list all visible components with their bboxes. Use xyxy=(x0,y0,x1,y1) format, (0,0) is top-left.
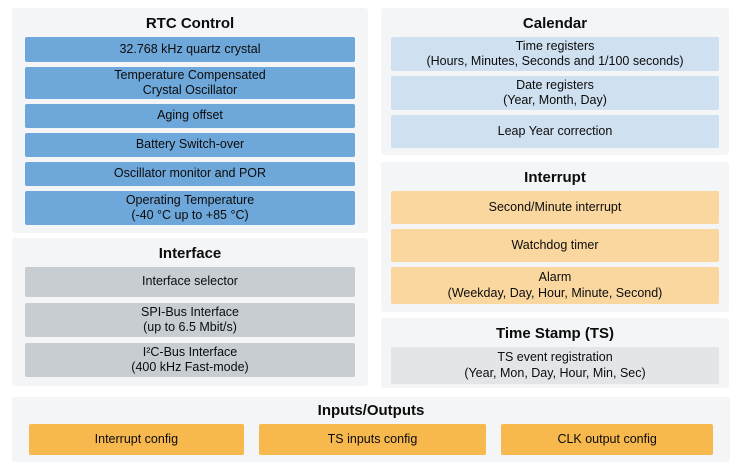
time-stamp-section: Time Stamp (TS) TS event registration (Y… xyxy=(381,318,729,388)
interface-section: Interface Interface selector SPI-Bus Int… xyxy=(12,238,368,386)
feature-block-clk-output-config: CLK output config xyxy=(501,424,713,455)
interrupt-blocks: Second/Minute interrupt Watchdog timer A… xyxy=(381,191,729,304)
feature-block-leap-year: Leap Year correction xyxy=(391,115,719,148)
feature-block-watchdog-timer: Watchdog timer xyxy=(391,229,719,262)
feature-block-spi-bus: SPI-Bus Interface (up to 6.5 Mbit/s) xyxy=(25,303,355,337)
feature-block-aging-offset: Aging offset xyxy=(25,104,355,128)
calendar-blocks: Time registers (Hours, Minutes, Seconds … xyxy=(381,37,729,148)
feature-block-quartz-crystal: 32.768 kHz quartz crystal xyxy=(25,37,355,62)
feature-block-oscillator-monitor: Oscillator monitor and POR xyxy=(25,162,355,186)
feature-block-second-minute-interrupt: Second/Minute interrupt xyxy=(391,191,719,224)
feature-block-i2c-bus: I²C-Bus Interface (400 kHz Fast-mode) xyxy=(25,343,355,377)
interface-blocks: Interface selector SPI-Bus Interface (up… xyxy=(12,267,368,377)
calendar-title: Calendar xyxy=(522,15,588,32)
time-stamp-title: Time Stamp (TS) xyxy=(495,325,615,342)
rtc-control-title: RTC Control xyxy=(145,15,235,32)
feature-block-operating-temperature: Operating Temperature (-40 °C up to +85 … xyxy=(25,191,355,225)
feature-block-interrupt-config: Interrupt config xyxy=(29,424,244,455)
feature-block-date-registers: Date registers (Year, Month, Day) xyxy=(391,76,719,110)
feature-block-ts-event-registration: TS event registration (Year, Mon, Day, H… xyxy=(391,347,719,384)
inputs-outputs-title: Inputs/Outputs xyxy=(317,402,425,419)
feature-block-alarm: Alarm (Weekday, Day, Hour, Minute, Secon… xyxy=(391,267,719,304)
feature-block-battery-switchover: Battery Switch-over xyxy=(25,133,355,157)
rtc-control-blocks: 32.768 kHz quartz crystal Temperature Co… xyxy=(12,37,368,225)
calendar-section: Calendar Time registers (Hours, Minutes,… xyxy=(381,8,729,155)
interface-title: Interface xyxy=(158,245,222,262)
feature-block-interface-selector: Interface selector xyxy=(25,267,355,297)
feature-block-tcxo: Temperature Compensated Crystal Oscillat… xyxy=(25,67,355,99)
feature-block-time-registers: Time registers (Hours, Minutes, Seconds … xyxy=(391,37,719,71)
interrupt-section: Interrupt Second/Minute interrupt Watchd… xyxy=(381,162,729,312)
feature-block-ts-inputs-config: TS inputs config xyxy=(258,424,487,455)
rtc-control-section: RTC Control 32.768 kHz quartz crystal Te… xyxy=(12,8,368,233)
interrupt-title: Interrupt xyxy=(524,169,586,186)
inputs-outputs-section: Inputs/Outputs Interrupt config TS input… xyxy=(12,397,730,462)
time-stamp-blocks: TS event registration (Year, Mon, Day, H… xyxy=(381,347,729,384)
inputs-outputs-blocks: Interrupt config TS inputs config CLK ou… xyxy=(12,424,730,455)
